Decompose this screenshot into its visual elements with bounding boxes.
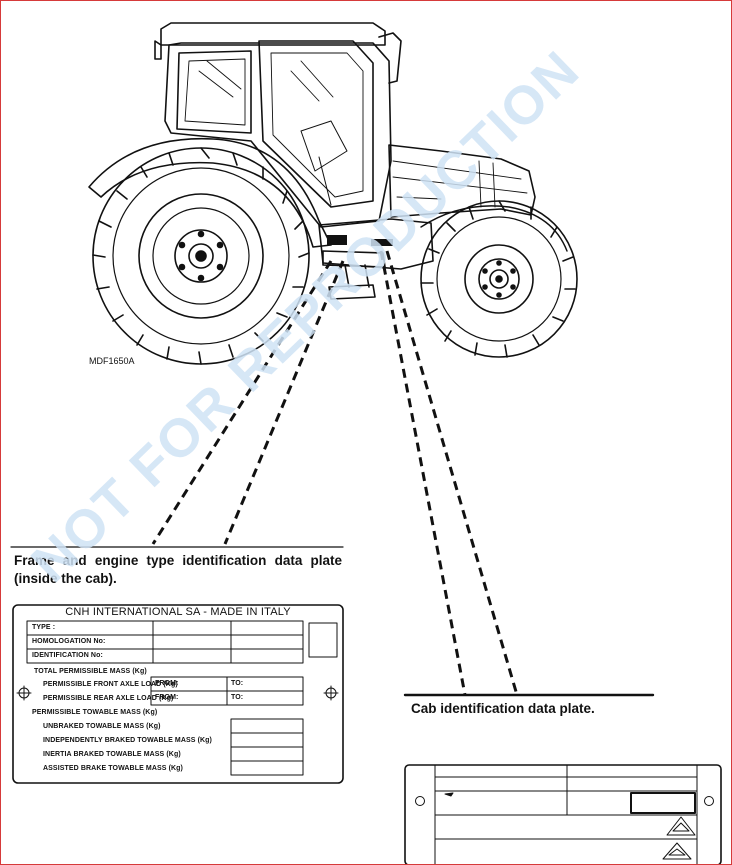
cab-body (164, 40, 392, 228)
plate-total-mass-label: TOTAL PERMISSIBLE MASS (Kg) (34, 668, 147, 675)
plate-inertia-label: INERTIA BRAKED TOWABLE MASS (Kg) (43, 751, 181, 758)
frame-plate-title: CNH INTERNATIONAL SA - MADE IN ITALY (65, 606, 291, 618)
plate-independent-label: INDEPENDENTLY BRAKED TOWABLE MASS (Kg) (43, 737, 212, 744)
rear-wheel (92, 147, 310, 365)
cab-plate-caption: Cab identification data plate. (411, 701, 595, 716)
cab-plate-drawing (404, 764, 722, 864)
plate-towable-mass-label: PERMISSIBLE TOWABLE MASS (Kg) (32, 709, 158, 716)
plate-rear-axle-label: PERMISSIBLE REAR AXLE LOAD (Kg) (43, 695, 174, 702)
frame-plate-caption: Frame and engine type identification dat… (14, 553, 342, 586)
plate-front-from-label: FROM: (155, 680, 179, 687)
plate-front-axle-label: PERMISSIBLE FRONT AXLE LOAD (Kg) (43, 681, 178, 688)
plate-homologation-label: HOMOLOGATION No: (32, 638, 106, 645)
cab-roof (154, 22, 402, 84)
plate-rear-to-label: TO: (231, 694, 244, 701)
plate-rear-from-label: FROM: (155, 694, 179, 701)
front-wheel (420, 200, 578, 358)
cab-plate-marker (371, 239, 393, 246)
plate-unbraked-label: UNBRAKED TOWABLE MASS (Kg) (43, 723, 161, 730)
plate-assisted-label: ASSISTED BRAKE TOWABLE MASS (Kg) (43, 765, 183, 772)
frame-plate-drawing (12, 604, 344, 784)
plate-identification-label: IDENTIFICATION No: (32, 652, 103, 659)
plate-type-label: TYPE : (32, 624, 56, 631)
leader-lines (151, 250, 519, 696)
frame-plate-marker (327, 235, 347, 245)
hood (388, 144, 536, 218)
plate-front-to-label: TO: (231, 680, 244, 687)
figure-code: MDF1650A (89, 356, 135, 366)
